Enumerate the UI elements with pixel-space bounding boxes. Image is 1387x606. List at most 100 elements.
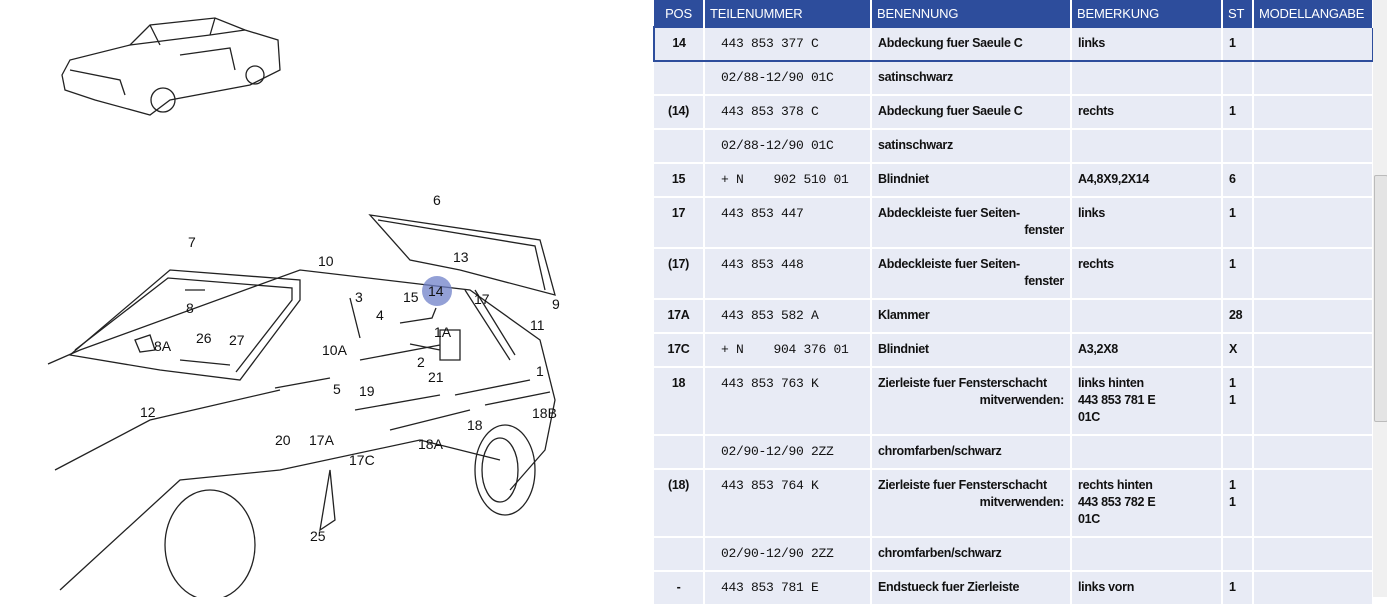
callout[interactable]: 12: [140, 404, 156, 420]
callout[interactable]: 1A: [434, 324, 452, 340]
callout[interactable]: 18: [467, 417, 483, 433]
col-header-pos[interactable]: POS: [654, 0, 705, 27]
qty-cell: 1: [1222, 571, 1254, 606]
callout[interactable]: 17: [474, 291, 490, 307]
scrollbar-thumb[interactable]: [1374, 175, 1387, 422]
model-cell: [1253, 469, 1374, 538]
name-cell-text: mitverwenden:: [979, 393, 1065, 407]
part-number-cell-text: 443 853 378 C: [721, 104, 819, 119]
callout[interactable]: 9: [552, 296, 560, 312]
callout[interactable]: 18B: [532, 405, 557, 421]
qty-cell: [1222, 129, 1254, 164]
callout[interactable]: 17C: [349, 452, 375, 468]
col-header-st[interactable]: ST: [1222, 0, 1254, 27]
callout[interactable]: 8A: [154, 338, 172, 354]
part-number-cell: 02/90-12/90 2ZZ: [704, 537, 872, 572]
qty-cell-text: 6: [1229, 172, 1236, 186]
callout[interactable]: 5: [333, 381, 341, 397]
remark-cell-text: 01C: [1078, 512, 1101, 526]
part-number-cell: + N 904 376 01: [704, 333, 872, 368]
part-number-cell: 443 853 582 A: [704, 299, 872, 334]
callout[interactable]: 14: [428, 283, 444, 299]
pos-cell: [654, 537, 705, 572]
callout[interactable]: 17A: [309, 432, 335, 448]
pos-cell: -: [654, 571, 705, 606]
callout[interactable]: 25: [310, 528, 326, 544]
model-cell: [1253, 537, 1374, 572]
table-row[interactable]: 02/88-12/90 01C satinschwarz: [654, 129, 1374, 164]
name-cell-text: Klammer: [878, 308, 930, 322]
callout[interactable]: 2: [417, 354, 425, 370]
part-number-cell-text: 02/88-12/90 01C: [721, 138, 834, 153]
part-number-cell-text: + N 902 510 01: [721, 172, 849, 187]
name-cell: Blindniet: [871, 163, 1072, 198]
remark-cell-text: links: [1078, 206, 1105, 220]
model-cell: [1253, 333, 1374, 368]
col-header-teilenummer[interactable]: TEILENUMMER: [704, 0, 872, 27]
callout[interactable]: 19: [359, 383, 375, 399]
name-cell: Klammer: [871, 299, 1072, 334]
qty-cell-text: 1: [1229, 580, 1236, 594]
remark-cell: [1071, 537, 1223, 572]
pos-cell-text: 18: [671, 376, 686, 390]
callout[interactable]: 26: [196, 330, 212, 346]
model-cell: [1253, 129, 1374, 164]
callout[interactable]: 27: [229, 332, 245, 348]
col-header-bemerkung[interactable]: BEMERKUNG: [1071, 0, 1223, 27]
name-cell: satinschwarz: [871, 129, 1072, 164]
callout[interactable]: 21: [428, 369, 444, 385]
col-header-modellangabe[interactable]: MODELLANGABE: [1253, 0, 1374, 27]
part-number-cell: 443 853 764 K: [704, 469, 872, 538]
name-cell: Abdeckung fuer Saeule C: [871, 95, 1072, 130]
col-header-benennung[interactable]: BENENNUNG: [871, 0, 1072, 27]
remark-cell: links: [1071, 26, 1223, 62]
callout[interactable]: 7: [188, 234, 196, 250]
part-number-cell-text: + N 904 376 01: [721, 342, 849, 357]
callout[interactable]: 15: [403, 289, 419, 305]
highlight-marker[interactable]: [422, 276, 452, 306]
callout[interactable]: 10: [318, 253, 334, 269]
part-number-cell: 443 853 377 C: [704, 26, 872, 62]
name-cell: Abdeckleiste fuer Seiten-fenster: [871, 248, 1072, 300]
remark-cell-text: 01C: [1078, 410, 1101, 424]
callout[interactable]: 20: [275, 432, 291, 448]
part-number-cell-text: 443 853 764 K: [721, 478, 819, 493]
name-cell-text: Abdeckleiste fuer Seiten-: [878, 257, 1020, 271]
callout[interactable]: 10A: [322, 342, 348, 358]
pos-cell: 17: [654, 197, 705, 249]
model-cell: [1253, 61, 1374, 96]
part-number-cell-text: 443 853 582 A: [721, 308, 819, 323]
model-cell: [1253, 95, 1374, 130]
qty-cell-text: 1: [1229, 495, 1236, 509]
part-number-cell: 443 853 447: [704, 197, 872, 249]
remark-cell-text: A3,2X8: [1078, 342, 1118, 356]
callout[interactable]: 8: [186, 300, 194, 316]
callout[interactable]: 18A: [418, 436, 444, 452]
qty-cell: 6: [1222, 163, 1254, 198]
pos-cell: [654, 61, 705, 96]
callout[interactable]: 1: [536, 363, 544, 379]
callout[interactable]: 4: [376, 307, 384, 323]
callout[interactable]: 6: [433, 192, 441, 208]
callout[interactable]: 13: [453, 249, 469, 265]
callout[interactable]: 11: [530, 317, 545, 333]
qty-cell-text: 28: [1229, 308, 1243, 322]
name-cell: satinschwarz: [871, 61, 1072, 96]
model-cell: [1253, 248, 1374, 300]
model-cell: [1253, 367, 1374, 436]
callout[interactable]: 3: [355, 289, 363, 305]
